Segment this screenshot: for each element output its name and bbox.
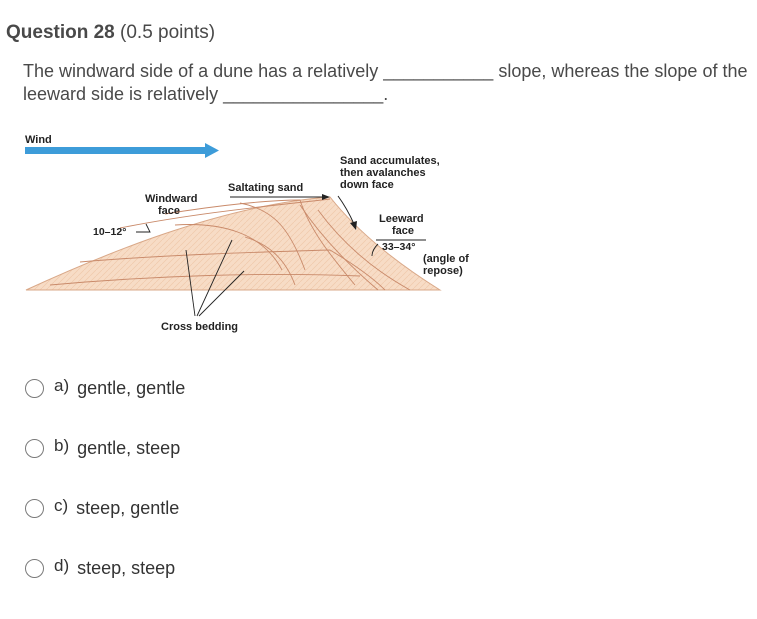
repose-label-line2: repose): [423, 265, 463, 277]
repose-label-line1: (angle of: [423, 253, 469, 265]
windward-angle-marker: [136, 223, 151, 233]
option-b[interactable]: b) gentle, steep: [25, 435, 181, 459]
option-a-text: gentle, gentle: [77, 378, 186, 398]
option-d-letter: d): [54, 555, 70, 575]
question-header: Question 28 (0.5 points): [6, 22, 215, 44]
question-title: Question 28: [6, 22, 115, 43]
option-c-text: steep, gentle: [76, 498, 180, 518]
accumulates-label-line1: Sand accumulates,: [340, 155, 440, 167]
accumulates-label-line2: then avalanches: [340, 167, 426, 179]
dune-body: [25, 196, 442, 291]
radio-a[interactable]: [25, 379, 44, 398]
option-d-text: steep, steep: [77, 558, 176, 578]
question-text: The windward side of a dune has a relati…: [23, 61, 748, 104]
cross-bedding-pointers: [185, 239, 245, 317]
leeward-label-line1: Leeward: [379, 213, 424, 225]
leeward-label-line2: face: [392, 225, 414, 237]
option-c-letter: c): [54, 495, 69, 515]
option-c[interactable]: c) steep, gentle: [25, 495, 180, 519]
windward-label-line1: Windward: [145, 193, 197, 205]
saltating-label: Saltating sand: [228, 182, 303, 194]
leeward-angle-label: 33–34°: [382, 241, 415, 253]
option-b-text: gentle, steep: [77, 438, 181, 458]
radio-b[interactable]: [25, 439, 44, 458]
avalanche-arrow: [337, 195, 357, 230]
cross-bedding-label: Cross bedding: [161, 321, 238, 333]
option-a-letter: a): [54, 375, 70, 395]
option-d[interactable]: d) steep, steep: [25, 555, 176, 579]
wind-arrow: [25, 143, 219, 158]
dune-diagram: Wind Windward face 10–12° Saltating sand…: [25, 134, 469, 333]
radio-c[interactable]: [25, 499, 44, 518]
cross-bedding-lines: [49, 198, 411, 291]
saltating-arrow: [230, 194, 330, 200]
accumulates-label-line3: down face: [340, 179, 394, 191]
radio-d[interactable]: [25, 559, 44, 578]
wind-label: Wind: [25, 134, 52, 146]
leeward-angle-marker: [371, 239, 426, 257]
windward-angle-label: 10–12°: [93, 226, 126, 238]
option-b-letter: b): [54, 435, 70, 455]
windward-label-line2: face: [158, 205, 180, 217]
question-points: (0.5 points): [120, 22, 216, 43]
option-a[interactable]: a) gentle, gentle: [25, 375, 186, 399]
